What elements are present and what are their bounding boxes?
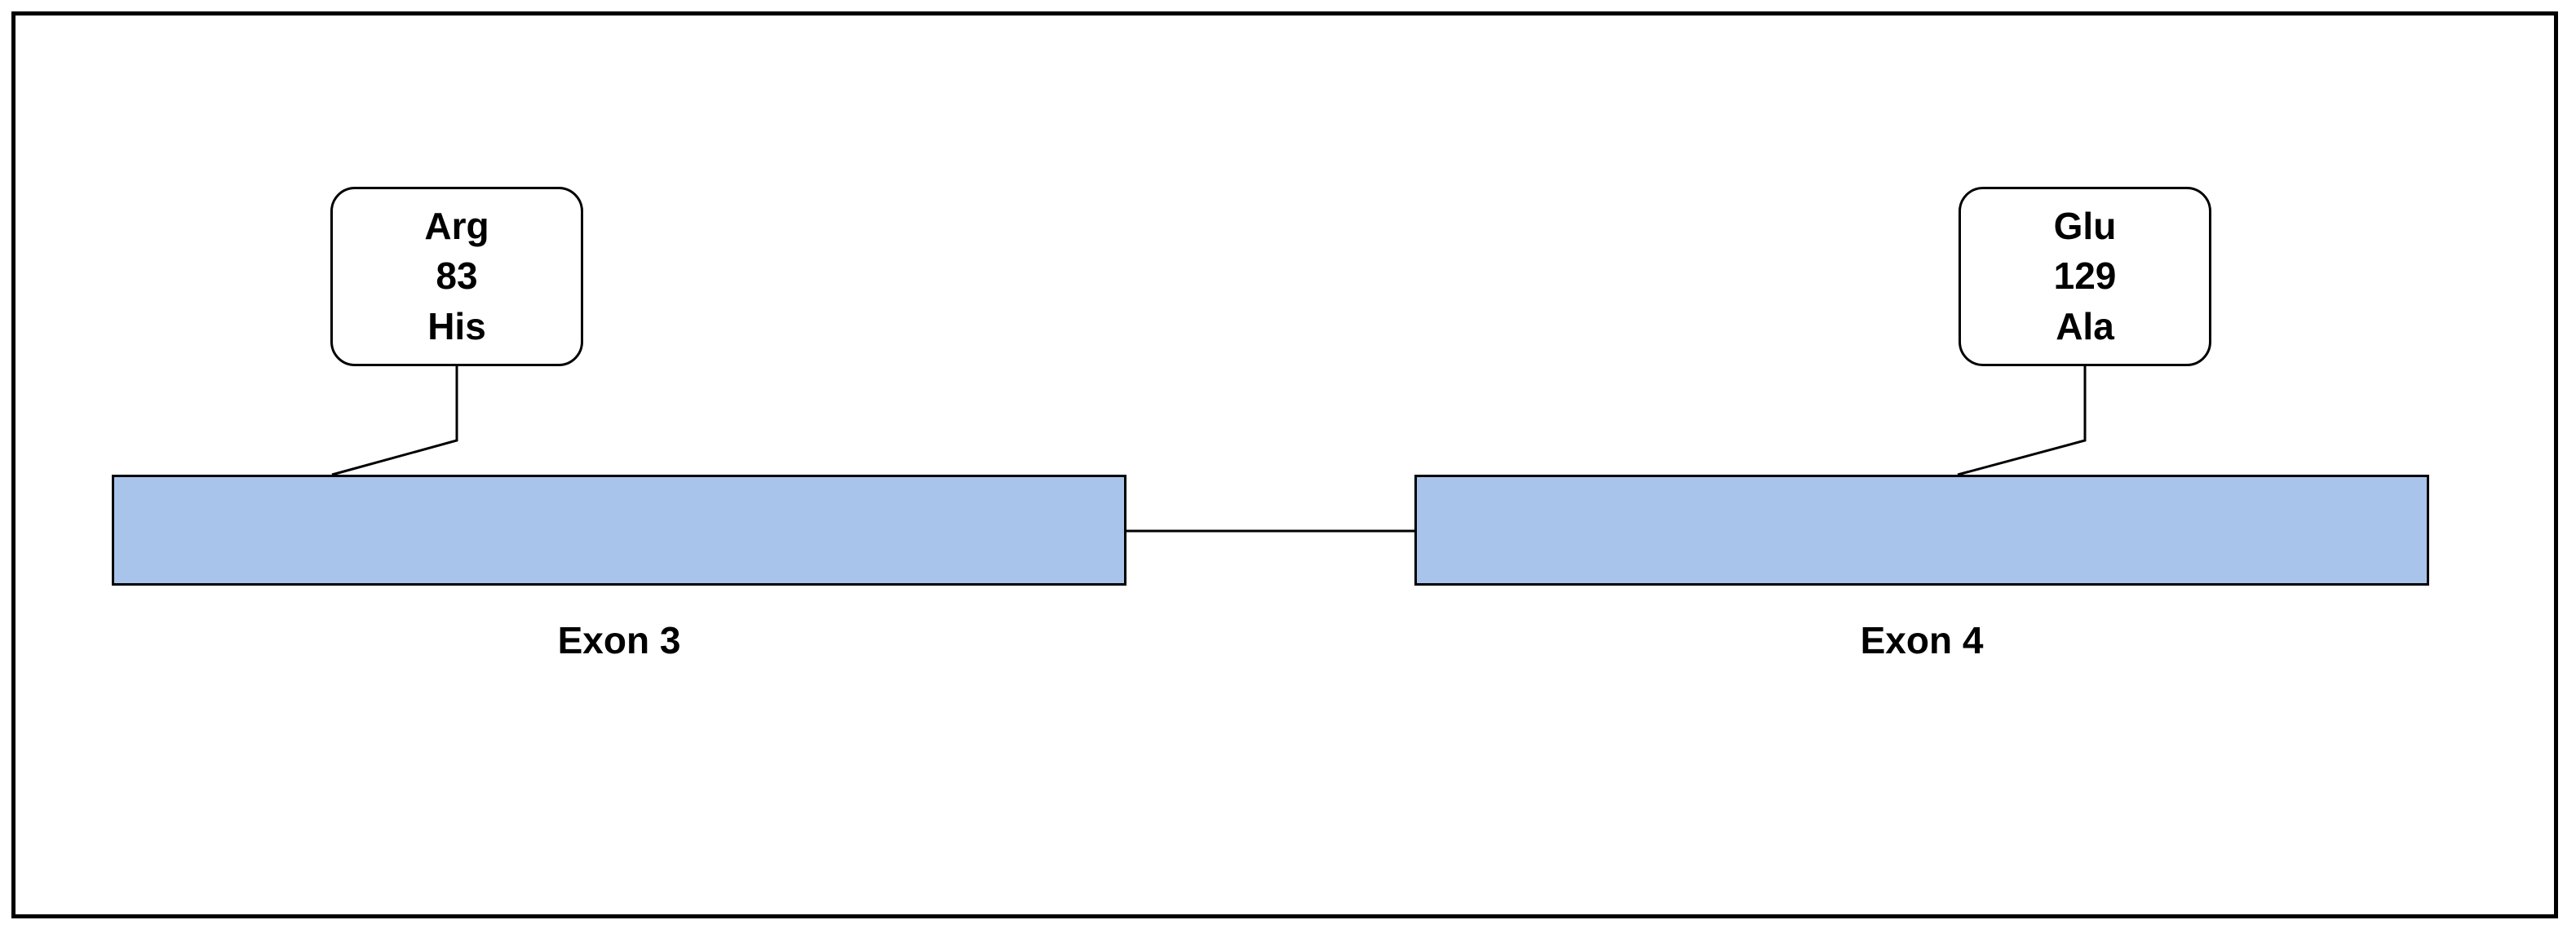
exon-3-label: Exon 3 (557, 619, 681, 661)
mutation-callout-1: Arg 83 His (330, 187, 583, 366)
mutation-from-residue: Arg (424, 205, 489, 248)
exon-4-block (1414, 475, 2429, 586)
mutation-callout-2: Glu 129 Ala (1959, 187, 2211, 366)
mutation-position: 129 (2053, 254, 2117, 298)
callout-leader-1 (331, 366, 458, 476)
exon-4-label: Exon 4 (1860, 619, 1984, 661)
mutation-to-residue: Ala (2056, 304, 2114, 347)
diagram-frame (11, 11, 2558, 918)
mutation-to-residue: His (427, 304, 486, 347)
callout-leader-2 (1957, 366, 2087, 476)
mutation-position: 83 (436, 254, 478, 298)
exon-3-block (112, 475, 1126, 586)
mutation-from-residue: Glu (2053, 205, 2117, 248)
